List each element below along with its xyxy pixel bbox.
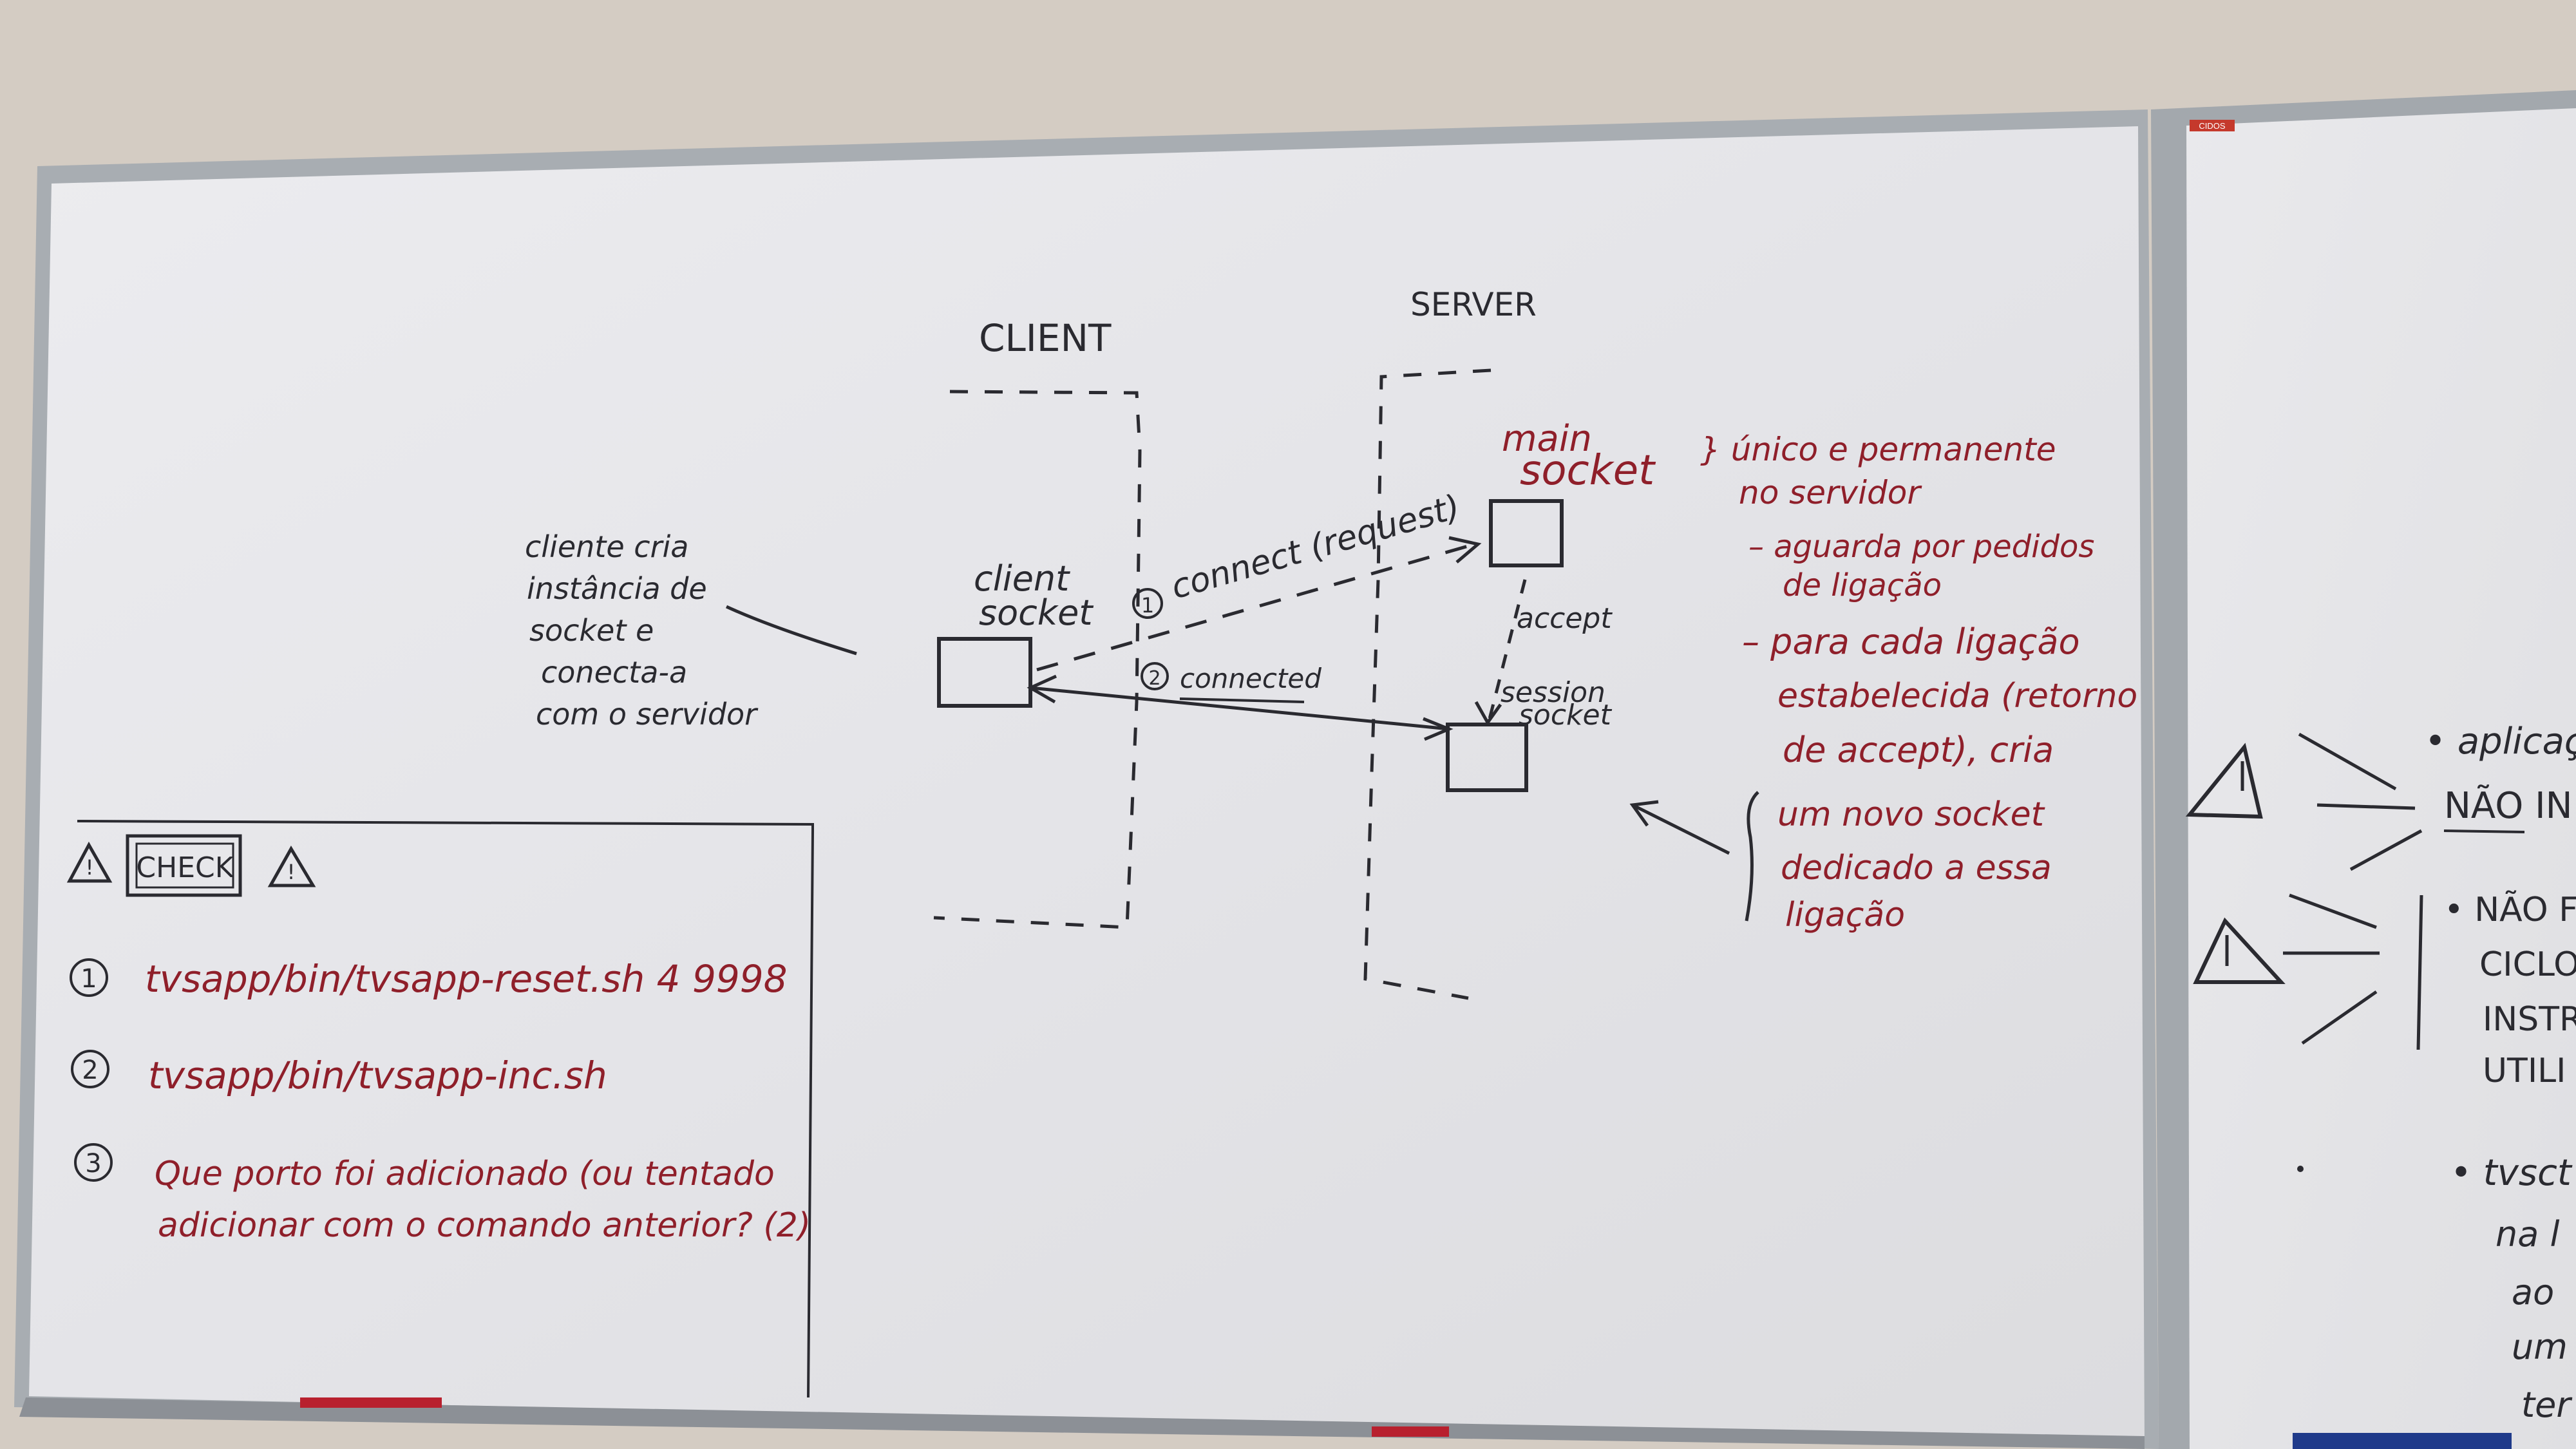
right-board-line-7: • tvsct xyxy=(2450,1152,2573,1194)
session-socket-label-2: socket xyxy=(1519,699,1613,732)
check-box-border xyxy=(77,820,814,1398)
check-title-box-inner xyxy=(135,842,234,889)
check-item-2-number: 2 xyxy=(82,1056,98,1085)
connected-arrow xyxy=(1030,686,1450,731)
blue-marker-on-tray xyxy=(2293,1433,2512,1449)
left-note-line-5: com o servidor xyxy=(536,697,759,732)
left-note-line-2: instância de xyxy=(527,571,707,606)
red-marker-on-tray xyxy=(300,1397,442,1408)
right-board-arrow-2 xyxy=(2316,803,2416,810)
right-note-brace xyxy=(1745,791,1759,922)
right-board-line-8: na l xyxy=(2496,1214,2559,1255)
right-board-warning-triangle-2 xyxy=(2193,917,2286,984)
warning-triangle-left xyxy=(66,841,113,883)
right-board-arrow-4 xyxy=(2289,893,2377,929)
main-socket-box xyxy=(1489,499,1564,567)
warning-triangle-right xyxy=(267,846,316,887)
right-board-line-3: • NÃO F xyxy=(2444,890,2576,929)
right-board-warning-triangle-1 xyxy=(2185,743,2263,819)
right-note-line-4: de ligação xyxy=(1783,567,1942,603)
right-note-pointer-arrow xyxy=(1631,803,1730,855)
left-board-surface xyxy=(29,126,2145,1441)
check-item-3-number: 3 xyxy=(85,1149,101,1179)
right-board-line-1: • aplicaç xyxy=(2425,721,2576,762)
right-note-line-7: de accept), cria xyxy=(1783,730,2054,770)
left-note-line-4: conecta-a xyxy=(541,655,687,690)
connected-number-circle xyxy=(1141,662,1169,690)
connected-label: connected xyxy=(1180,663,1321,694)
left-note: cliente cria instância de socket e conec… xyxy=(525,529,759,732)
right-board-divider xyxy=(2416,895,2423,1050)
check-item-3-circle xyxy=(74,1143,113,1182)
left-note-pointer-line xyxy=(725,605,857,656)
client-region-dashed xyxy=(933,390,1142,929)
right-board-line-5: INSTR xyxy=(2483,1000,2576,1039)
right-board-surface xyxy=(2186,108,2576,1449)
client-socket-label-2: socket xyxy=(979,592,1094,633)
right-board-arrow-1 xyxy=(2298,732,2397,791)
check-item-2-text: tvsapp/bin/tvsapp-inc.sh xyxy=(148,1054,607,1097)
accept-label: accept xyxy=(1517,602,1613,635)
left-note-line-1: cliente cria xyxy=(525,529,688,564)
connected-arrowhead-right xyxy=(1423,717,1454,741)
connected-arrowhead-left xyxy=(1027,674,1057,704)
warning-glyph-right: ! xyxy=(287,860,296,884)
right-board-line-11: ter xyxy=(2521,1385,2572,1425)
right-note-line-2: no servidor xyxy=(1739,474,1922,511)
right-note-line-10: ligação xyxy=(1785,896,1905,934)
left-note-line-3: socket e xyxy=(529,613,654,648)
main-socket-label-1: main xyxy=(1502,418,1592,460)
right-board-line-9: ao xyxy=(2512,1272,2554,1312)
check-item-1-text: tvsapp/bin/tvsapp-reset.sh 4 9998 xyxy=(145,957,788,1001)
right-note-pointer-arrowhead xyxy=(1629,800,1659,827)
accept-arrowhead xyxy=(1474,701,1502,726)
session-socket-label-1: session xyxy=(1501,676,1605,709)
right-board-line-6: UTILI xyxy=(2483,1052,2566,1090)
check-item-2-circle xyxy=(71,1050,109,1088)
right-note-line-3: – aguarda por pedidos xyxy=(1748,529,2094,565)
connect-arrowhead xyxy=(1448,536,1482,564)
right-board-line-10: um xyxy=(2512,1327,2568,1367)
warning-glyph-left: ! xyxy=(86,855,94,880)
right-board-arrow-6 xyxy=(2301,990,2378,1045)
right-board-line-4: CICLO xyxy=(2479,945,2576,984)
connected-underline xyxy=(1179,697,1305,703)
check-title: CHECK xyxy=(136,851,234,884)
red-marker-on-tray-2 xyxy=(1372,1426,1449,1437)
right-note-line-5: – para cada ligação xyxy=(1742,621,2080,662)
right-board-line-2: NÃO IN xyxy=(2444,785,2573,827)
check-item-1-number: 1 xyxy=(80,964,97,994)
right-board-dot xyxy=(2297,1166,2304,1172)
right-note-line-9: dedicado a essa xyxy=(1781,849,2052,887)
check-item-1-circle xyxy=(70,958,108,997)
check-item-3-text-line2: adicionar com o comando anterior? (2) xyxy=(158,1206,811,1245)
check-title-box-outer xyxy=(126,834,242,897)
right-board-brand-tag xyxy=(2190,120,2235,131)
right-note-line-1: } único e permanente xyxy=(1700,431,2056,468)
connect-number: 1 xyxy=(1141,593,1154,618)
check-item-3-text-line1: Que porto foi adicionado (ou tentado xyxy=(155,1155,775,1193)
main-socket-label-2: socket xyxy=(1520,447,1656,495)
client-socket-box xyxy=(937,637,1032,708)
client-header: CLIENT xyxy=(979,316,1112,360)
client-socket-label-1: client xyxy=(974,558,1070,599)
connect-number-circle xyxy=(1132,588,1163,619)
connected-number: 2 xyxy=(1148,667,1160,690)
right-board-brand-label: CIDOS xyxy=(2199,121,2226,131)
right-board-underline xyxy=(2443,829,2525,833)
right-note-line-8: um novo socket xyxy=(1777,795,2045,834)
right-board-arrow-3 xyxy=(2349,829,2423,871)
left-board-tray xyxy=(19,1397,2145,1449)
right-note-line-6: estabelecida (retorno xyxy=(1777,677,2137,715)
right-note: } único e permanente no servidor – aguar… xyxy=(1700,431,2137,934)
server-header: SERVER xyxy=(1410,286,1537,323)
